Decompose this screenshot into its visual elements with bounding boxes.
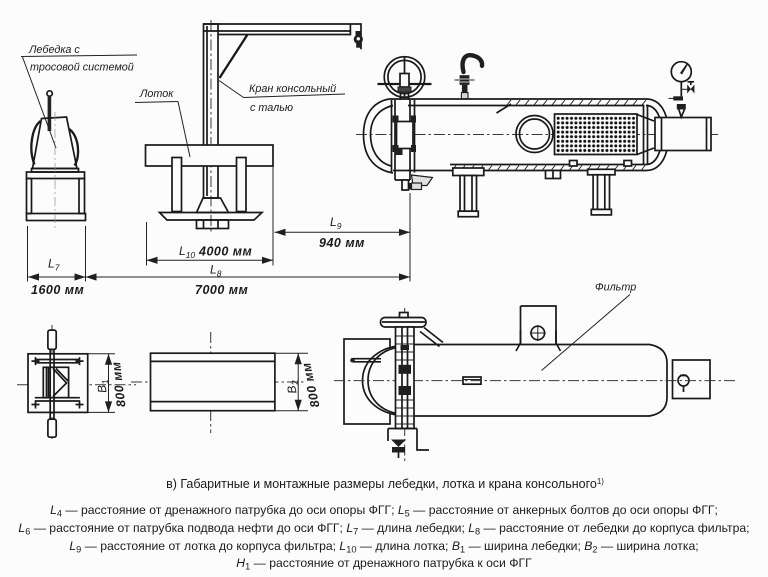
svg-text:940 мм: 940 мм [319,236,365,250]
svg-text:L8: L8 [210,263,222,279]
svg-text:7000 мм: 7000 мм [195,283,248,297]
svg-text:в) Габаритные и монтажные разм: в) Габаритные и монтажные размеры лебедк… [166,477,604,491]
svg-text:Фильтр: Фильтр [595,282,636,294]
svg-text:Кран консольный: Кран консольный [249,83,336,95]
svg-text:L9 — расстояние от лотка до ко: L9 — расстояние от лотка до корпуса филь… [69,539,698,555]
svg-text:Лебедка с: Лебедка с [28,44,80,56]
svg-text:L6 — расстояние от патрубка по: L6 — расстояние от патрубка подвода нефт… [18,521,749,537]
svg-text:L4 — расстояние от дренажного: L4 — расстояние от дренажного патрубка д… [50,503,718,519]
svg-text:L9: L9 [330,215,342,231]
svg-text:тросовой системой: тросовой системой [30,62,134,74]
svg-text:800 мм: 800 мм [109,361,128,408]
svg-text:L7: L7 [48,257,60,273]
svg-text:4000 мм: 4000 мм [198,245,252,259]
svg-text:H1 — расстояние от дренажного: H1 — расстояние от дренажного патрубка к… [236,556,532,572]
svg-text:1600 мм: 1600 мм [31,283,84,297]
svg-text:с талью: с талью [250,102,293,114]
svg-text:Лоток: Лоток [139,88,174,100]
